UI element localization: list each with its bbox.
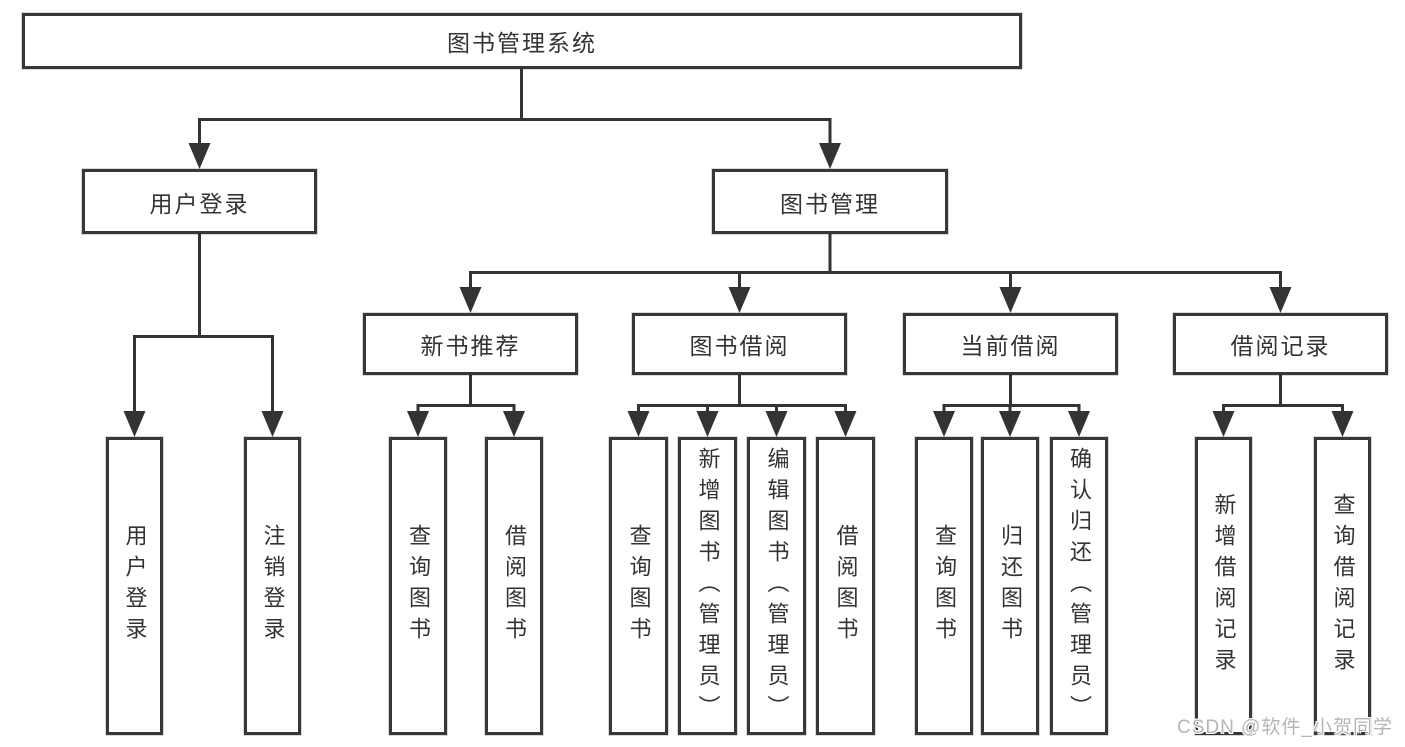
node-edit-books-admin: 编辑图书（管理员） <box>747 437 806 735</box>
node-add-books-admin: 新增图书（管理员） <box>678 437 737 735</box>
node-label: 用户登录 <box>122 524 148 648</box>
node-label: 归还图书 <box>998 524 1023 648</box>
node-confirm-return-admin: 确认归还（管理员） <box>1050 437 1108 735</box>
node-label: 借阅图书 <box>502 524 527 648</box>
watermark: CSDN @软件_小贺同学 <box>1177 717 1393 738</box>
node-book-borrowing: 图书借阅 <box>632 313 847 375</box>
node-label: 注销登录 <box>260 524 286 648</box>
node-label: 新书推荐 <box>420 333 521 359</box>
node-label: 借阅记录 <box>1230 333 1331 359</box>
node-new-book-recommendation: 新书推荐 <box>363 313 578 375</box>
node-label: 新增图书（管理员） <box>695 446 721 726</box>
node-query-borrowing-record: 查询借阅记录 <box>1314 437 1371 735</box>
node-label: 用户登录 <box>149 190 250 217</box>
node-label: 查询图书 <box>406 524 431 648</box>
node-label: 图书借阅 <box>689 333 790 359</box>
node-user-login-leaf: 用户登录 <box>106 437 163 735</box>
node-label: 查询图书 <box>932 524 957 648</box>
node-add-borrowing-record: 新增借阅记录 <box>1195 437 1252 735</box>
node-logout-leaf: 注销登录 <box>244 437 301 735</box>
node-library-management-system: 图书管理系统 <box>22 13 1022 69</box>
node-label: 新增借阅记录 <box>1211 493 1237 679</box>
node-current-borrowing: 当前借阅 <box>903 313 1118 375</box>
node-borrow-books-borrowing: 借阅图书 <box>816 437 875 735</box>
node-label: 确认归还（管理员） <box>1067 446 1092 726</box>
node-query-books-current: 查询图书 <box>915 437 973 735</box>
arrowhead-icon <box>123 143 1354 437</box>
node-label: 查询图书 <box>626 524 652 648</box>
node-label: 借阅图书 <box>833 524 859 648</box>
node-query-books-borrowing: 查询图书 <box>609 437 668 735</box>
node-label: 编辑图书（管理员） <box>764 446 790 726</box>
node-query-books-recommend: 查询图书 <box>389 437 447 735</box>
node-borrowing-records: 借阅记录 <box>1173 313 1388 375</box>
node-label: 图书管理 <box>780 190 880 217</box>
node-user-login: 用户登录 <box>82 169 317 234</box>
node-label: 当前借阅 <box>960 333 1061 359</box>
node-label: 查询借阅记录 <box>1330 493 1356 679</box>
node-borrow-books-recommend: 借阅图书 <box>485 437 543 735</box>
node-book-management: 图书管理 <box>712 169 948 234</box>
node-label: 图书管理系统 <box>447 30 597 56</box>
node-return-books: 归还图书 <box>981 437 1039 735</box>
